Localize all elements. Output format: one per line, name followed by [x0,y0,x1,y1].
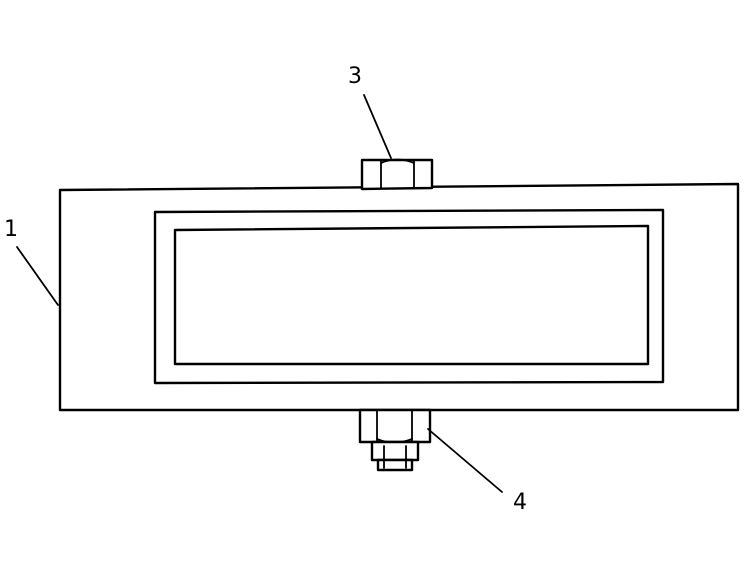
housing-body [58,182,740,412]
window-inner-frame [173,224,650,366]
window-outer-frame [153,208,665,385]
callout-1: 1 [4,217,18,242]
bottom-hex-fitting [358,408,432,472]
callout-4: 4 [513,490,527,515]
callout-3: 3 [348,64,362,89]
top-hex-fitting [360,158,434,191]
leader-line-4 [427,428,503,493]
leader-line-1 [16,246,59,306]
leader-line-3 [363,94,392,159]
